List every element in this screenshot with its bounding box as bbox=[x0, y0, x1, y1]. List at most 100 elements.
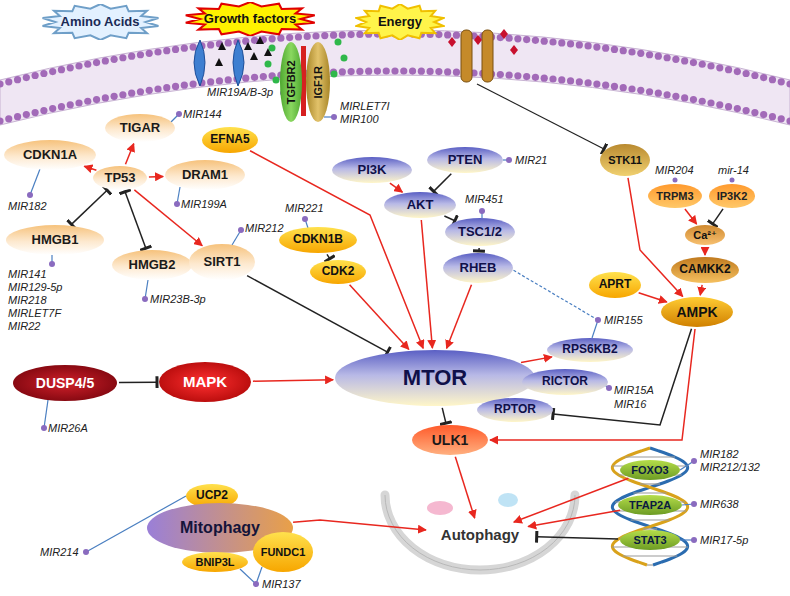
mirna-label: MIR214 bbox=[40, 546, 79, 558]
lipid-head bbox=[760, 111, 767, 118]
lipid-head bbox=[111, 93, 118, 100]
lipid-head bbox=[312, 32, 319, 39]
mirna-label: MIRLET7F bbox=[8, 307, 61, 319]
node-text: Mitophagy bbox=[180, 519, 260, 537]
pathway-arrow bbox=[528, 510, 620, 526]
mirna-label: MIR22 bbox=[8, 320, 40, 332]
protein-ellipse: CDKN1A bbox=[4, 140, 96, 170]
stimulus-burst: Growth factors bbox=[184, 2, 316, 36]
lipid-head bbox=[672, 56, 679, 63]
lipid-head bbox=[786, 80, 790, 87]
mirna-label: MIR100 bbox=[340, 113, 379, 125]
lipid-head bbox=[541, 38, 548, 45]
node-text: STAT3 bbox=[633, 534, 666, 547]
lipid-head bbox=[646, 88, 653, 95]
lipid-head bbox=[453, 69, 460, 76]
node-text: TRPM3 bbox=[656, 190, 693, 203]
lipid-head bbox=[216, 77, 223, 84]
lipid-head bbox=[734, 68, 741, 75]
pathway-arrow bbox=[444, 216, 455, 221]
lipid-head bbox=[602, 45, 609, 52]
lipid-head bbox=[549, 75, 556, 82]
lipid-head bbox=[163, 84, 170, 91]
mirna-label: MIR137 bbox=[262, 578, 301, 590]
protein-ellipse: HMGB2 bbox=[112, 250, 192, 280]
pathway-arrow bbox=[700, 285, 702, 295]
lipid-head bbox=[620, 47, 627, 54]
node-text: RHEB bbox=[460, 261, 497, 276]
node-text: ULK1 bbox=[432, 432, 469, 448]
lipid-head bbox=[154, 85, 161, 92]
lipid-head bbox=[146, 87, 153, 94]
dna-rung bbox=[633, 492, 666, 493]
lipid-head bbox=[14, 113, 21, 120]
lipid-head bbox=[75, 99, 82, 106]
phagophore bbox=[385, 493, 575, 570]
mirna-label: MIR15A bbox=[614, 384, 654, 396]
lipid-head bbox=[67, 101, 74, 108]
amino-acid-particles bbox=[215, 36, 272, 66]
pathway-arrow bbox=[149, 176, 163, 178]
lipid-head bbox=[269, 35, 276, 42]
mirna-label: MIR16 bbox=[614, 398, 646, 410]
lipid-head bbox=[277, 35, 284, 42]
lipid-head bbox=[365, 68, 372, 75]
node-text: AKT bbox=[407, 198, 434, 213]
lipid-head bbox=[716, 101, 723, 108]
lipid-head bbox=[356, 68, 363, 75]
dna-strand bbox=[612, 448, 687, 565]
lipid-head bbox=[435, 68, 442, 75]
node-text: SIRT1 bbox=[204, 255, 241, 270]
pathway-arrow bbox=[704, 247, 706, 255]
lipid-head bbox=[549, 38, 556, 45]
pathway-arrow bbox=[250, 151, 423, 349]
lipid-head bbox=[348, 68, 355, 75]
lipid-head bbox=[532, 74, 539, 81]
pathway-arrow bbox=[447, 285, 472, 349]
mirna-label: MIR199A bbox=[181, 198, 227, 210]
protein-ellipse: PTEN bbox=[427, 147, 503, 173]
node-text: IP3K2 bbox=[717, 190, 748, 203]
stimulus-burst: Energy bbox=[355, 4, 445, 40]
node-text: CDKN1A bbox=[23, 148, 77, 163]
lipid-head bbox=[154, 48, 161, 55]
lipid-head bbox=[585, 79, 592, 86]
mirna-label: MIR21 bbox=[515, 154, 547, 166]
mirna-label: MIR221 bbox=[285, 202, 324, 214]
lipid-head bbox=[743, 70, 750, 77]
lipid-head bbox=[769, 76, 776, 83]
lipid-head bbox=[93, 96, 100, 103]
node-text: CAMKK2 bbox=[679, 263, 730, 277]
dna-strand bbox=[612, 448, 687, 565]
pathway-arrow bbox=[713, 209, 723, 224]
protein-ellipse: RPTOR bbox=[477, 398, 553, 422]
pathway-arrow bbox=[119, 382, 157, 384]
dna-rung bbox=[623, 555, 677, 556]
lipid-head bbox=[514, 72, 521, 79]
mirna-label: MIR638 bbox=[700, 498, 739, 510]
lipid-head bbox=[93, 59, 100, 66]
lipid-head bbox=[523, 36, 530, 43]
lipid-head bbox=[769, 113, 776, 120]
lipid-head bbox=[716, 64, 723, 71]
node-text: HMGB2 bbox=[129, 258, 176, 273]
protein-ellipse: Ca²⁺ bbox=[685, 225, 725, 245]
node-text: STK11 bbox=[608, 154, 642, 167]
protein-ellipse: DUSP4/5 bbox=[13, 365, 117, 401]
protein-ellipse: SIRT1 bbox=[189, 244, 255, 280]
lipid-head bbox=[532, 37, 539, 44]
node-text: CDKN1B bbox=[293, 233, 343, 247]
lipid-head bbox=[330, 32, 337, 39]
protein-ellipse: TSC1/2 bbox=[445, 218, 515, 246]
lipid-head bbox=[699, 98, 706, 105]
mirna-label: MIR155 bbox=[604, 314, 643, 326]
node-text: CDK2 bbox=[322, 265, 355, 279]
lipid-head bbox=[295, 33, 302, 40]
lipid-head bbox=[743, 107, 750, 114]
mirna-label: MIR451 bbox=[465, 193, 504, 205]
node-text: Energy bbox=[378, 15, 422, 30]
lipid-head bbox=[374, 67, 381, 74]
lipid-head bbox=[23, 111, 30, 118]
pathway-arrow bbox=[125, 192, 146, 249]
pathway-arrow bbox=[514, 478, 629, 522]
